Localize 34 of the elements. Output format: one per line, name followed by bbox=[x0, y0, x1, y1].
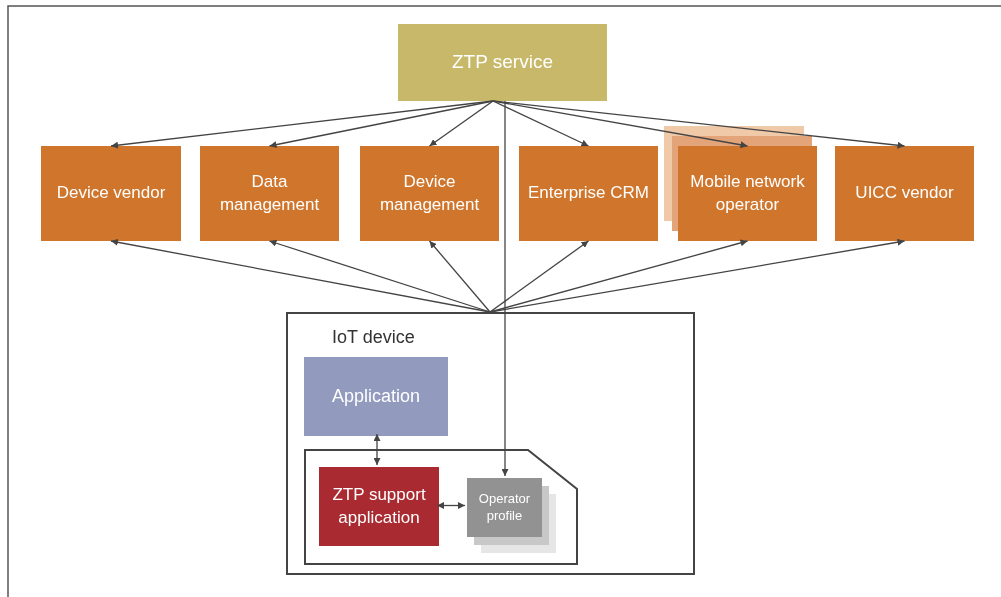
node-label: Mobile network operator bbox=[689, 171, 806, 216]
arrow bbox=[492, 100, 590, 147]
node-label: Enterprise CRM bbox=[527, 182, 650, 205]
node-label: Device vendor bbox=[55, 182, 167, 205]
arrow bbox=[436, 502, 466, 509]
arrow bbox=[428, 100, 494, 147]
container-heading: IoT device bbox=[331, 326, 416, 349]
arrow bbox=[489, 238, 906, 313]
arrow bbox=[268, 239, 491, 313]
node-label: ZTP service bbox=[451, 50, 554, 75]
arrow bbox=[268, 100, 494, 149]
arrow bbox=[492, 100, 906, 149]
arrow bbox=[373, 433, 381, 466]
arrow bbox=[489, 240, 590, 313]
sim-card-outline bbox=[304, 449, 578, 565]
node-label: ZTP support application bbox=[331, 484, 427, 529]
organization-box bbox=[41, 146, 181, 241]
arrow bbox=[428, 240, 491, 313]
organization-box bbox=[835, 146, 974, 241]
device-container bbox=[286, 312, 695, 575]
organization-box bbox=[360, 146, 499, 241]
application-box bbox=[304, 357, 448, 436]
organization-box bbox=[678, 146, 817, 241]
node-label: Application bbox=[330, 384, 422, 408]
organization-box bbox=[200, 146, 339, 241]
node-label: UICC vendor bbox=[854, 182, 955, 205]
organization-box bbox=[519, 146, 658, 241]
node-label: Operator profile bbox=[477, 490, 532, 525]
node-label: Device management bbox=[378, 171, 481, 216]
node-label: Data management bbox=[218, 171, 321, 216]
support-application-box bbox=[319, 467, 439, 546]
service-box bbox=[398, 24, 607, 101]
arrow bbox=[501, 100, 509, 477]
profile-box bbox=[467, 478, 542, 537]
